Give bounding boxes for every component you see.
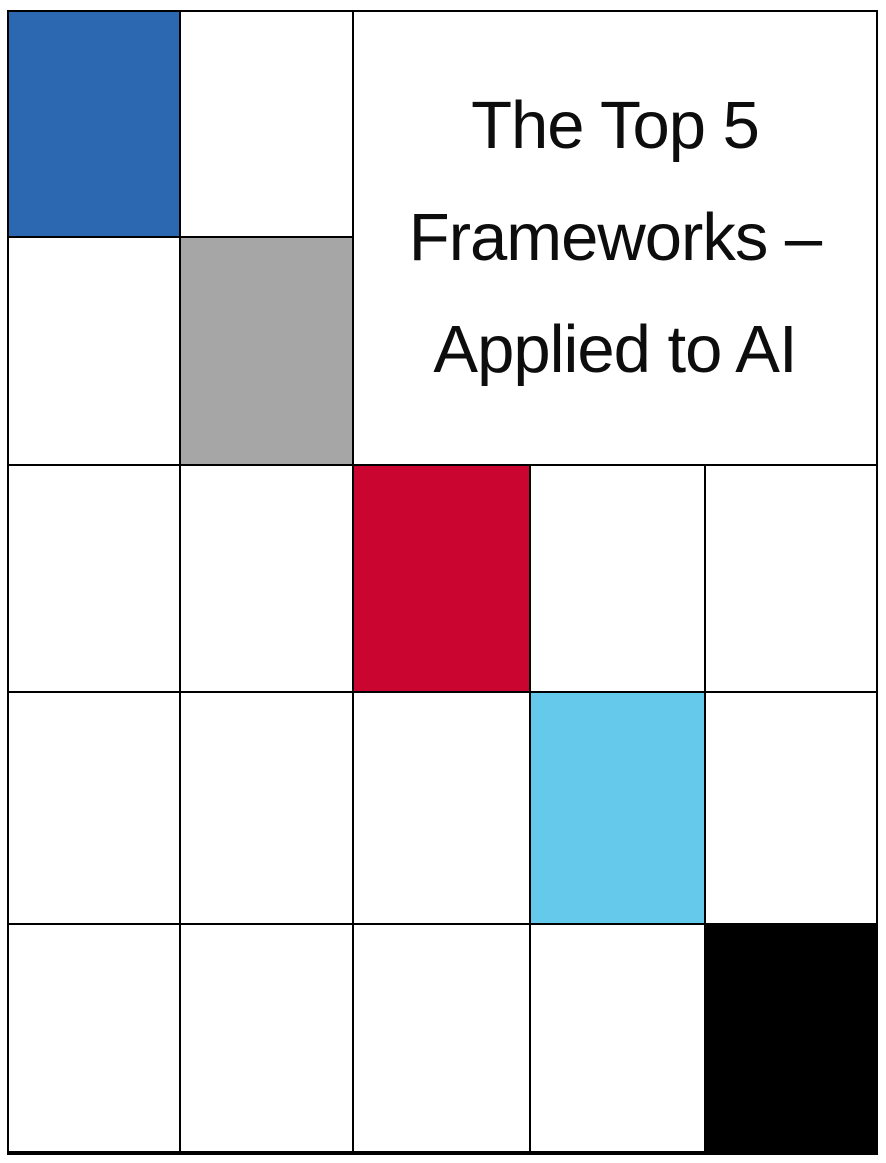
grid-cell <box>9 925 179 1151</box>
grid-cell <box>354 925 529 1151</box>
title-cell: The Top 5 Frameworks – Applied to AI <box>354 12 876 464</box>
grid-cell <box>531 466 704 691</box>
gray-cell <box>181 238 352 464</box>
grid-cell <box>354 693 529 923</box>
grid-cell <box>9 466 179 691</box>
grid-cell <box>706 693 876 923</box>
frameworks-grid: The Top 5 Frameworks – Applied to AI <box>7 10 878 1155</box>
black-cell <box>706 925 876 1151</box>
title-line-1: The Top 5 <box>471 88 760 163</box>
grid-cell <box>9 693 179 923</box>
title-line-2: Frameworks – <box>408 200 822 275</box>
grid-cell <box>181 925 352 1151</box>
blue-cell <box>9 12 179 236</box>
grid-cell <box>9 238 179 464</box>
grid-cell <box>181 466 352 691</box>
grid-cell <box>531 925 704 1151</box>
grid-cell <box>181 12 352 236</box>
grid-cell <box>706 466 876 691</box>
red-cell <box>354 466 529 691</box>
grid-cell <box>181 693 352 923</box>
title-line-3: Applied to AI <box>433 312 797 387</box>
light-blue-cell <box>531 693 704 923</box>
